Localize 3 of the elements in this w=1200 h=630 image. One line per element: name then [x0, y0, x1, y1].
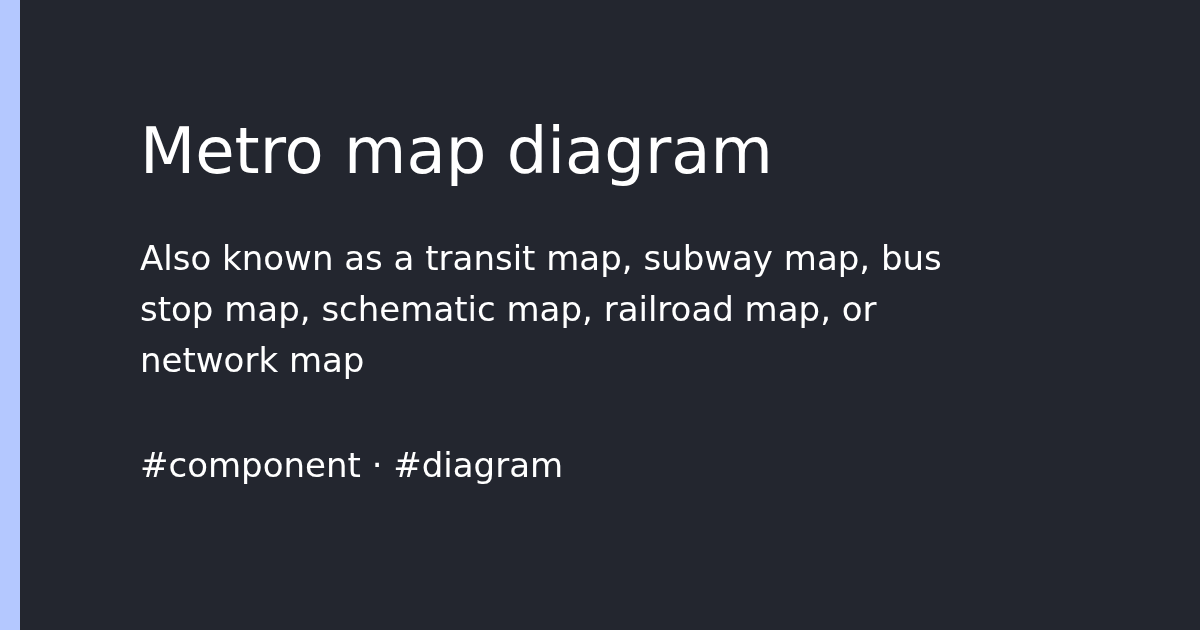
page-title: Metro map diagram	[140, 113, 773, 190]
description-text: Also known as a transit map, subway map, bus stop map, schematic map, railroad map, or network map	[140, 237, 943, 382]
tag-list: #component · #diagram	[140, 440, 564, 491]
